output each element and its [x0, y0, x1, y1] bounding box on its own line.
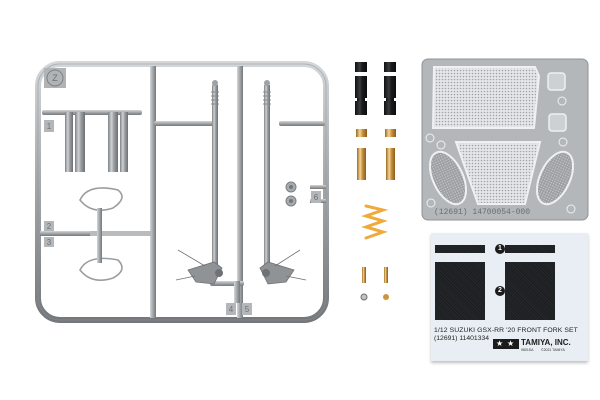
part-number-1: 1 — [46, 122, 52, 131]
decal-strip-right — [505, 245, 555, 253]
decal-number-1: 1 — [495, 244, 505, 254]
decal-panel-right — [505, 262, 555, 320]
part-number-3: 3 — [46, 238, 52, 247]
decal-strip-left — [435, 245, 485, 253]
sprue-letter: Z — [52, 73, 58, 83]
decal-number-2: 2 — [495, 286, 505, 296]
decal-code: (12691) 11401334 — [434, 335, 490, 342]
decal-title: 1/12 SUZUKI GSX-RR '20 FRONT FORK SET — [434, 327, 578, 334]
decal-sheet: 1 2 1/12 SUZUKI GSX-RR '20 FRONT FORK SE… — [431, 233, 588, 361]
part-number-2: 2 — [46, 222, 52, 231]
part-number-4: 4 — [228, 305, 234, 314]
decal-small-right: ©2021 TAMIYA — [541, 348, 565, 352]
tamiya-logo-icon: ★★ — [493, 339, 519, 349]
part-number-5: 5 — [244, 305, 250, 314]
decal-small-left: 9801SA — [521, 348, 534, 352]
decal-panel-left — [435, 262, 485, 320]
decal-brand: TAMIYA, INC. — [521, 338, 571, 347]
part-number-6: 6 — [313, 193, 319, 202]
pe-code-text: (12691) 14700054-000 — [434, 208, 531, 217]
